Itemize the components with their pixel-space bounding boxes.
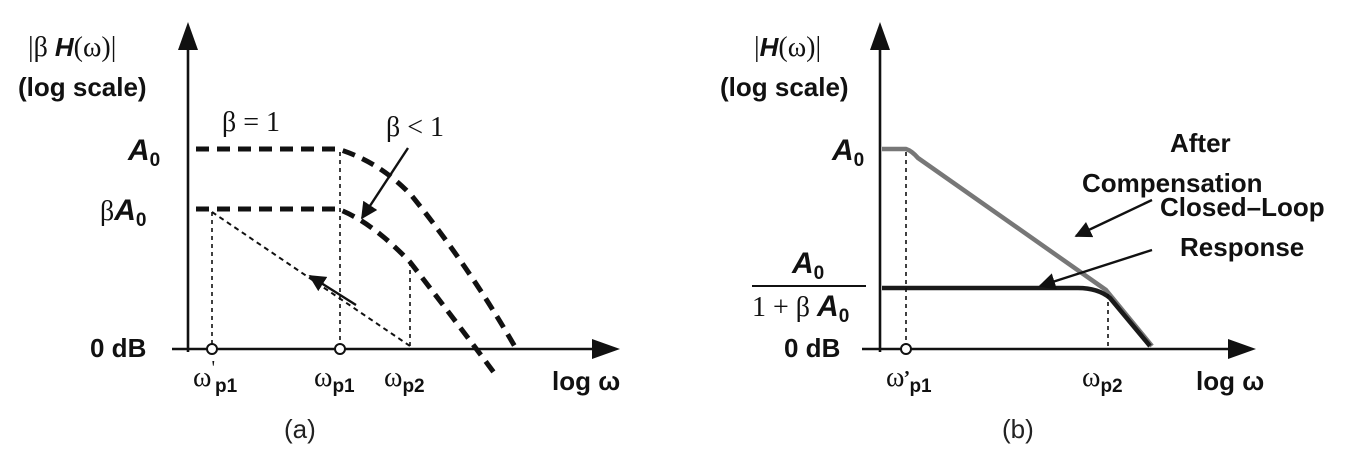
panel-b-y-label-line1: |H(ω)| [754, 32, 821, 63]
panel-b-fraction-numerator: A0 [791, 247, 824, 284]
panel-b-tick-wp2-label: ωp2 [1082, 362, 1123, 397]
panel-b: |H(ω)| (log scale) A0 A0 1 + β A0 0 dB ω… [720, 22, 1325, 444]
panel-a-y-label-line1: |β H(ω)| [28, 32, 116, 63]
panel-b-after-compensation-curve [882, 146, 1154, 348]
panel-b-y-arrowhead-icon [870, 22, 890, 50]
panel-b-level-a0: A0 [831, 134, 864, 171]
panel-b-x-arrowhead-icon [1228, 339, 1256, 359]
panel-a-curve-beta-lt-1 [196, 206, 501, 380]
panel-b-fraction-denominator: 1 + β A0 [752, 290, 849, 327]
panel-a-caption: (a) [284, 414, 316, 444]
panel-b-tick-wp1-marker [900, 343, 912, 355]
panel-b-x-label: log ω [1196, 366, 1264, 396]
panel-a-level-beta-a0: βA0 [100, 194, 147, 231]
panel-b-closed-label-line2: Response [1180, 232, 1304, 262]
panel-b-closed-loop-curve [882, 285, 1152, 348]
panel-a-curve-beta-1 [196, 146, 521, 354]
panel-a-tick-wp1-prime-label: ω'p1 [193, 357, 238, 397]
panel-b-closed-label-line1: Closed–Loop [1160, 192, 1325, 222]
panel-b-closed-pointer-icon [1038, 248, 1153, 290]
panel-a-beta-eq-1-label: β = 1 [222, 107, 280, 138]
panel-b-after-pointer-icon [1074, 198, 1153, 238]
panel-a-x-label: log ω [552, 366, 620, 396]
panel-b-level-0db: 0 dB [784, 333, 840, 363]
panel-b-after-label-line1: After [1170, 128, 1231, 158]
panel-a-level-a0: A0 [127, 134, 160, 171]
panel-b-y-label-line2: (log scale) [720, 72, 849, 102]
panel-a: |β H(ω)| (log scale) β = 1 β < 1 A0 βA0 … [18, 22, 620, 444]
panel-a-axes [172, 22, 620, 359]
panel-b-axes [862, 22, 1256, 359]
panel-a-tick-wp1-prime-marker [206, 343, 218, 355]
panel-a-slope-arrow-icon [308, 274, 357, 307]
panel-a-beta-lt-1-pointer-icon [360, 147, 410, 220]
panel-a-level-0db: 0 dB [90, 333, 146, 363]
panel-a-tick-wp2-label: ωp2 [384, 362, 425, 397]
panel-b-closed-loop-level-fraction: A0 1 + β A0 [752, 247, 866, 327]
panel-b-tick-wp1-label: ω,p1 [886, 357, 932, 397]
panel-b-caption: (b) [1002, 414, 1034, 444]
panel-a-tick-wp1-marker [334, 343, 346, 355]
panel-a-beta-lt-1-label: β < 1 [386, 112, 444, 143]
panel-b-after-label-line2: Compensation [1082, 168, 1263, 198]
panel-a-tick-wp1-label: ωp1 [314, 362, 355, 397]
panel-a-y-label-line2: (log scale) [18, 72, 147, 102]
panel-a-y-arrowhead-icon [178, 22, 198, 50]
panel-a-x-arrowhead-icon [592, 339, 620, 359]
